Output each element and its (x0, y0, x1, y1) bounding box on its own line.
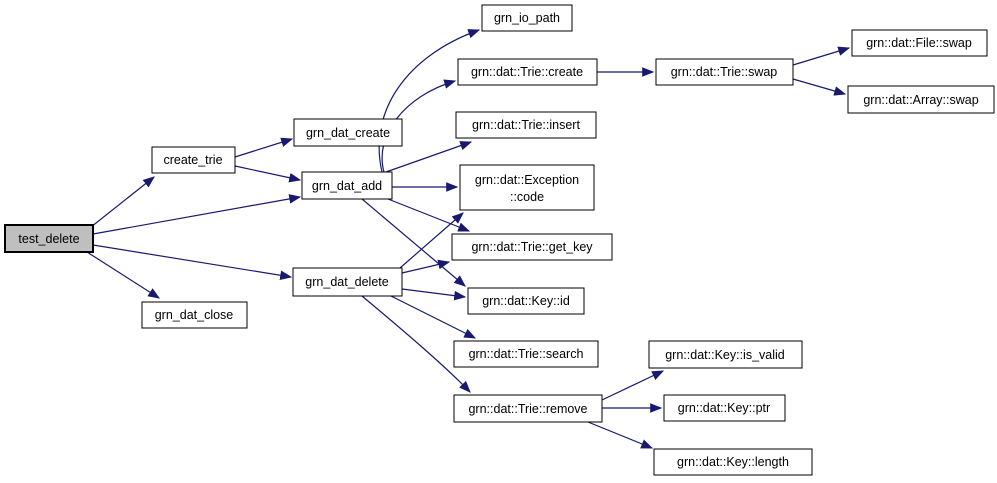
node-file-swap[interactable]: grn::dat::File::swap (851, 29, 988, 57)
edge-test-delete-to-grn-dat-close (86, 251, 161, 299)
node-exception-code[interactable]: grn::dat::Exception ::code (459, 164, 595, 211)
edge-grn-dat-add-to-trie-insert (385, 141, 473, 173)
edge-test-delete-to-grn-dat-delete (92, 244, 293, 281)
node-key-is-valid-label: grn::dat::Key::is_valid (665, 348, 785, 362)
edge-grn-dat-add-to-key-id (361, 198, 466, 287)
node-grn-dat-add[interactable]: grn_dat_add (301, 171, 393, 200)
node-key-length[interactable]: grn::dat::Key::length (653, 448, 813, 476)
node-grn-dat-create[interactable]: grn_dat_create (293, 118, 403, 147)
node-file-swap-label: grn::dat::File::swap (866, 36, 972, 50)
node-key-is-valid[interactable]: grn::dat::Key::is_valid (648, 340, 803, 369)
node-trie-search[interactable]: grn::dat::Trie::search (453, 340, 599, 368)
node-grn-dat-create-label: grn_dat_create (306, 126, 390, 140)
node-array-swap[interactable]: grn::dat::Array::swap (847, 85, 995, 114)
node-trie-create[interactable]: grn::dat::Trie::create (457, 58, 598, 86)
node-grn-dat-delete[interactable]: grn_dat_delete (292, 267, 403, 297)
node-trie-insert[interactable]: grn::dat::Trie::insert (455, 111, 597, 139)
edge-grn-dat-delete-to-trie-search (390, 295, 477, 339)
edge-grn-dat-delete-to-trie-remove (361, 295, 471, 393)
node-trie-get-key[interactable]: grn::dat::Trie::get_key (451, 233, 613, 261)
edge-grn-dat-delete-to-trie-get-key (401, 259, 451, 274)
node-key-id-label: grn::dat::Key::id (482, 294, 570, 308)
node-exception-code-label-line1: grn::dat::Exception (475, 173, 579, 187)
node-test-delete-label: test_delete (18, 232, 79, 246)
edge-trie-swap-to-file-swap (792, 46, 851, 66)
node-grn-io-path[interactable]: grn_io_path (481, 4, 573, 32)
edge-trie-remove-to-key-is-valid (601, 370, 665, 401)
node-grn-dat-delete-label: grn_dat_delete (305, 275, 388, 289)
edge-grn-dat-add-to-trie-get-key (387, 198, 471, 232)
node-trie-remove[interactable]: grn::dat::Trie::remove (453, 394, 603, 423)
edge-trie-swap-to-array-swap (792, 78, 847, 96)
node-grn-dat-close[interactable]: grn_dat_close (141, 301, 248, 329)
node-trie-swap[interactable]: grn::dat::Trie::swap (655, 58, 794, 86)
edge-test-delete-to-create-trie (90, 176, 155, 228)
node-test-delete: test_delete (4, 224, 94, 253)
node-trie-create-label: grn::dat::Trie::create (471, 65, 583, 79)
node-grn-dat-add-label: grn_dat_add (312, 179, 382, 193)
node-array-swap-label: grn::dat::Array::swap (863, 93, 978, 107)
node-trie-search-label: grn::dat::Trie::search (469, 347, 584, 361)
node-create-trie[interactable]: create_trie (151, 146, 236, 174)
node-trie-remove-label: grn::dat::Trie::remove (468, 402, 587, 416)
node-key-ptr-label: grn::dat::Key::ptr (678, 401, 770, 415)
edge-create-trie-to-grn-dat-add (234, 165, 302, 183)
node-create-trie-label: create_trie (163, 153, 222, 167)
node-key-ptr[interactable]: grn::dat::Key::ptr (663, 394, 786, 422)
node-trie-get-key-label: grn::dat::Trie::get_key (471, 240, 593, 254)
node-trie-swap-label: grn::dat::Trie::swap (671, 65, 778, 79)
edge-create-trie-to-grn-dat-create (234, 137, 294, 158)
edge-grn-dat-delete-to-key-id (401, 288, 467, 301)
edge-trie-remove-to-key-length (587, 421, 654, 449)
edge-grn-dat-delete-to-exception-code (399, 212, 464, 269)
node-key-id[interactable]: grn::dat::Key::id (467, 287, 585, 315)
node-trie-insert-label: grn::dat::Trie::insert (472, 118, 580, 132)
node-grn-io-path-label: grn_io_path (494, 11, 560, 25)
node-grn-dat-close-label: grn_dat_close (155, 308, 234, 322)
node-key-length-label: grn::dat::Key::length (677, 455, 789, 469)
node-exception-code-label-line2: ::code (510, 190, 544, 204)
edge-grn-dat-add-to-grn-io-path (378, 29, 481, 173)
edge-test-delete-to-grn-dat-add (92, 194, 302, 235)
